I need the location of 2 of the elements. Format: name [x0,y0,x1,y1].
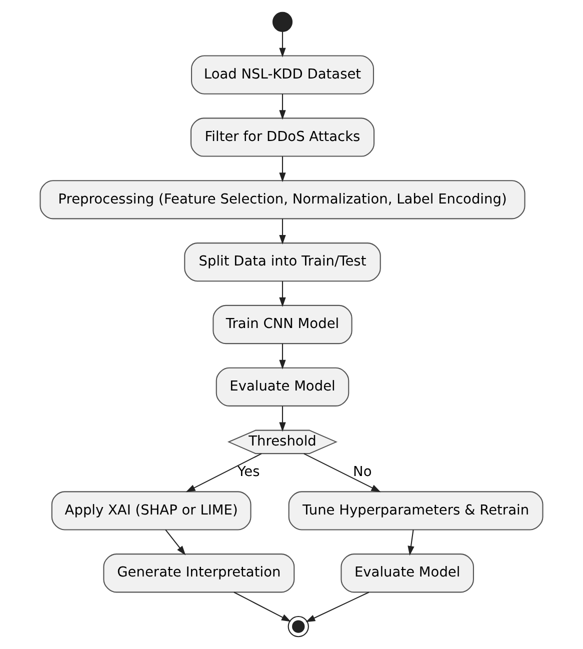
edge-label: Yes [238,464,260,480]
edge-label: No [353,464,372,480]
